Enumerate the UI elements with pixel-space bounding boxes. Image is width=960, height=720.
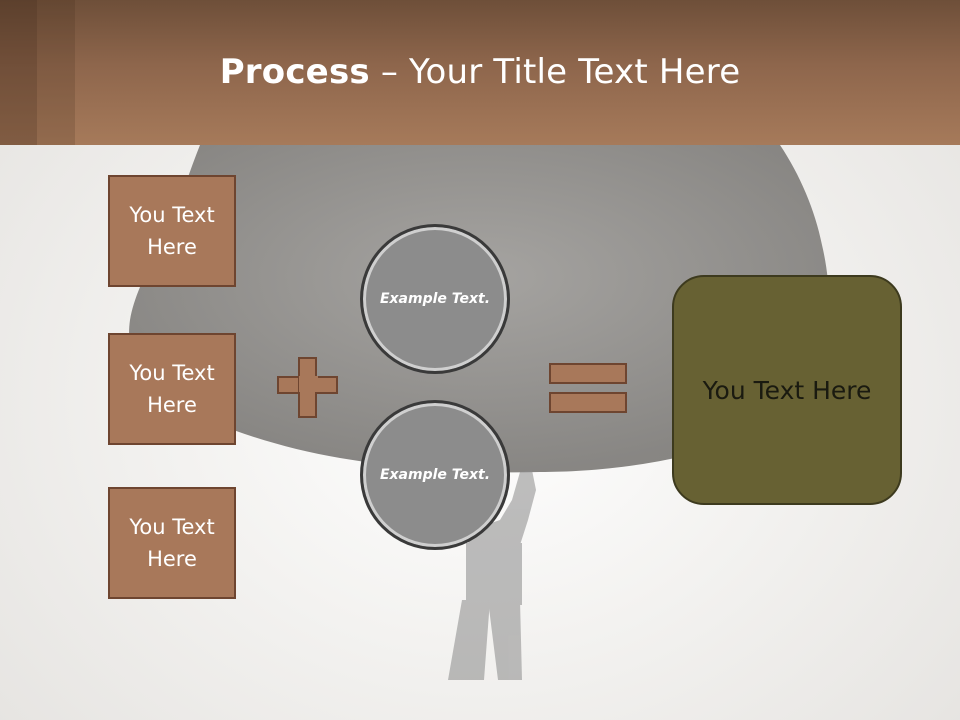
- text-box-1[interactable]: You Text Here: [108, 175, 236, 287]
- example-circle-1[interactable]: Example Text.: [360, 224, 510, 374]
- result-box[interactable]: You Text Here: [672, 275, 902, 505]
- equals-bar-bottom: [549, 392, 627, 413]
- title-rest: – Your Title Text Here: [369, 52, 741, 92]
- header-accent-strip: [0, 0, 37, 145]
- example-circle-2[interactable]: Example Text.: [360, 400, 510, 550]
- plus-bar-vertical: [298, 357, 318, 418]
- slide-header: Process – Your Title Text Here: [0, 0, 960, 145]
- slide-title: Process – Your Title Text Here: [0, 52, 960, 92]
- text-box-2[interactable]: You Text Here: [108, 333, 236, 445]
- equals-bar-top: [549, 363, 627, 384]
- header-accent-strip: [37, 0, 75, 145]
- title-bold: Process: [219, 52, 370, 92]
- text-box-3[interactable]: You Text Here: [108, 487, 236, 599]
